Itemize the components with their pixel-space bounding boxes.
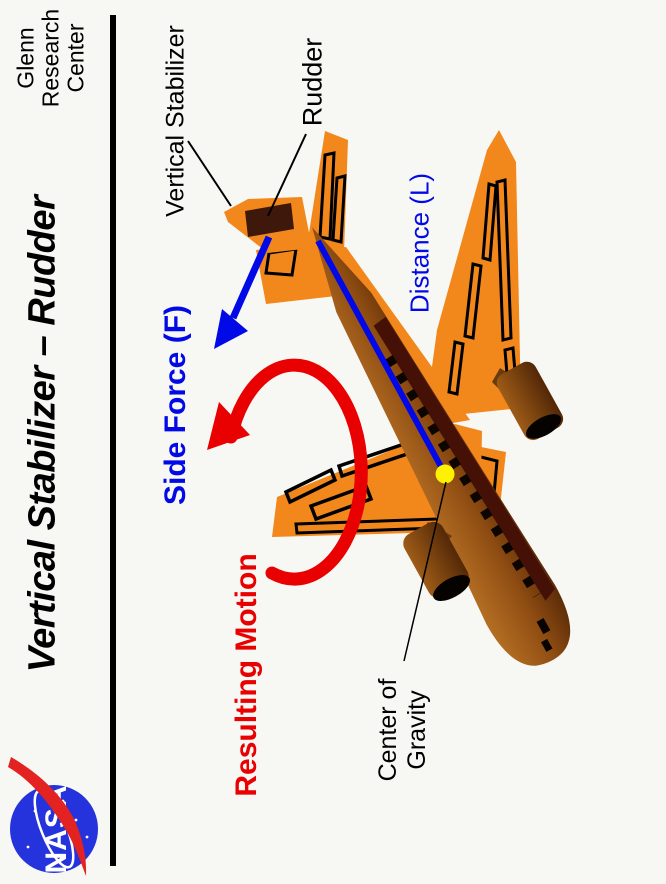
near-wing-aileron-outline xyxy=(308,483,374,522)
center-of-gravity-pointer xyxy=(403,481,447,662)
belly-stripe xyxy=(373,316,555,601)
near-engine-inlet xyxy=(433,575,471,601)
window-row xyxy=(384,354,541,598)
resulting-motion-arc xyxy=(224,358,368,586)
label-distance: Distance (L) xyxy=(404,172,435,314)
center-of-gravity-dot xyxy=(435,464,455,484)
far-wing-flap-outline xyxy=(495,178,513,342)
annotations xyxy=(187,133,455,662)
nasa-logo-swoosh xyxy=(8,757,87,876)
label-center-of-gravity: Center of Gravity xyxy=(374,679,432,782)
right-stabilizer xyxy=(306,131,348,252)
far-wing-slat-outline2 xyxy=(463,262,483,340)
cg-label-line: Center of xyxy=(374,678,402,782)
agency-line: Center xyxy=(62,23,89,93)
nasa-logo: NASA xyxy=(8,757,98,876)
near-wing-slat-outline xyxy=(283,467,338,505)
far-wing-slat-outline xyxy=(481,182,498,262)
far-wing-slat-outline3 xyxy=(447,340,465,396)
far-engine-inlet xyxy=(525,414,562,439)
cockpit-window2 xyxy=(541,638,553,652)
label-resulting-motion: Resulting Motion xyxy=(230,553,263,797)
agency-name: Glenn Research Center xyxy=(12,8,89,108)
right-elevator-outline xyxy=(318,151,336,241)
near-engine xyxy=(403,521,471,601)
rudder-patch xyxy=(245,203,294,237)
page-title: Vertical Stabilizer – Rudder xyxy=(21,195,64,673)
rudder-pointer xyxy=(267,133,307,217)
side-force-arrowhead xyxy=(214,309,248,349)
label-rudder: Rudder xyxy=(297,37,328,127)
resulting-motion-arrowhead xyxy=(207,402,250,450)
airplane xyxy=(224,130,571,666)
right-elevator-outline2 xyxy=(331,174,347,244)
vertical-stabilizer-pointer xyxy=(187,140,232,207)
nasa-logo-sphere xyxy=(10,785,98,873)
fuselage xyxy=(312,227,571,666)
side-force-arrow-line xyxy=(229,235,273,320)
cg-label-line: Gravity xyxy=(403,690,431,770)
far-engine xyxy=(496,361,564,441)
label-vertical-stabilizer: Vertical Stabilizer xyxy=(161,25,190,217)
agency-line: Research xyxy=(37,8,64,108)
header-rule xyxy=(110,15,116,866)
agency-line: Glenn xyxy=(12,27,39,89)
cockpit-window xyxy=(536,618,551,635)
distance-line xyxy=(315,239,448,476)
label-side-force: Side Force (F) xyxy=(159,304,192,506)
